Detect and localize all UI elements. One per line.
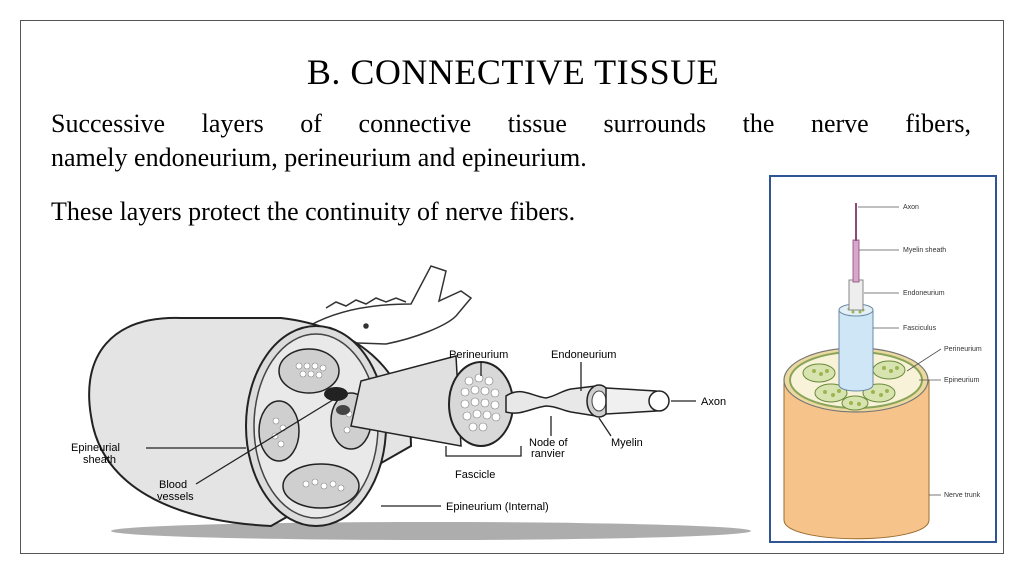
label-epineurial-sheath-1: Epineurial [71,442,120,454]
label-endoneurium: Endoneurium [551,349,616,361]
label-blood-vessels-2: vessels [157,491,194,503]
label-epineurial-sheath-2: sheath [83,454,116,466]
label-epineurium-internal: Epineurium (Internal) [446,501,549,513]
endoneurium-tube [848,279,864,311]
label-blood-vessels-1: Blood [159,479,187,491]
paragraph-layers-line2: namely endoneurium, perineurium and epin… [51,143,587,172]
label-trunk-epineurium: Epineurium [944,377,980,384]
label-node-of-ranvier-1: Node of [529,437,568,449]
label-trunk-endoneurium: Endoneurium [903,290,945,297]
nerve-trunk-diagram: Axon Myelin sheath Endoneurium Fasciculu… [769,175,997,543]
paragraph-layers-line1: Successive layers of connective tissue s… [51,109,971,138]
label-fascicle: Fascicle [455,469,495,481]
label-trunk-perineurium: Perineurium [944,346,982,353]
label-trunk-fasciculus: Fasciculus [903,325,937,332]
fasciculus [838,309,874,392]
shadow [111,522,751,540]
slide-title: B. CONNECTIVE TISSUE [306,52,720,92]
blood-vessel [324,387,348,401]
paragraph-protect: These layers protect the continuity of n… [51,197,576,226]
myelin-sheath [852,239,860,283]
label-perineurium: Perineurium [449,349,508,361]
nerve-trunk [783,379,930,540]
myelinated-axon [505,385,597,417]
label-myelin: Myelin [611,437,643,449]
nerve-cross-section-diagram: Perineurium Endoneurium Axon Epineurial … [71,265,751,540]
label-trunk-axon: Axon [903,204,919,211]
fascicle-tube [350,355,462,447]
fascicle-group [802,360,906,411]
label-trunk-myelin-sheath: Myelin sheath [903,247,946,254]
label-trunk-nerve-trunk: Nerve trunk [944,492,981,499]
slide: B. CONNECTIVE TISSUE Successive layers o… [20,20,1004,554]
paragraph-layers: Successive layers of connective tissue s… [51,107,971,175]
label-axon: Axon [701,396,726,408]
label-node-of-ranvier-2: ranvier [531,448,565,460]
